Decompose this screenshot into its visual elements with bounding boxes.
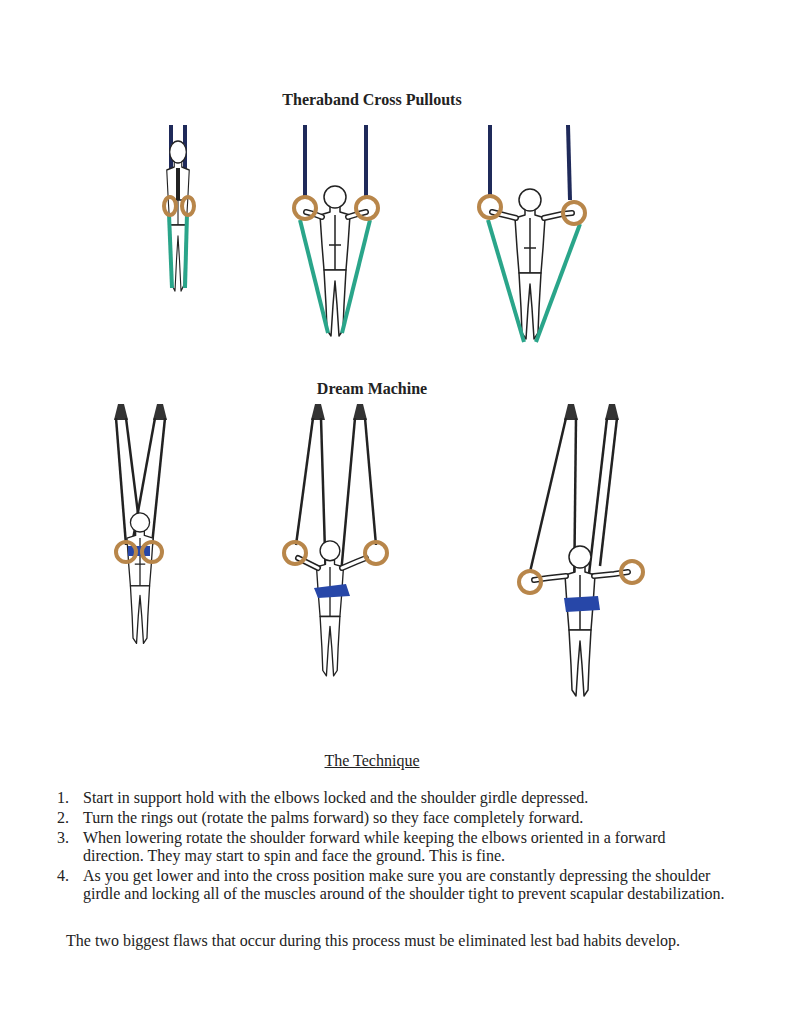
list-number: 2. (57, 809, 81, 827)
list-number: 3. (57, 829, 81, 847)
subheading: The Technique (222, 752, 522, 770)
list-number: 4. (57, 867, 81, 885)
section-heading: Dream Machine (172, 380, 572, 398)
theraband-figures (164, 125, 585, 342)
list-item: Turn the rings out (rotate the palms for… (83, 809, 728, 827)
list-item: When lowering rotate the shoulder forwar… (83, 829, 728, 865)
list-item: As you get lower and into the cross posi… (83, 867, 728, 903)
dream-machine-figures (114, 404, 643, 696)
list-item: Start in support hold with the elbows lo… (83, 789, 728, 807)
note-text: The two biggest flaws that occur during … (66, 932, 766, 950)
section-heading: Theraband Cross Pullouts (172, 91, 572, 109)
list-number: 1. (57, 789, 81, 807)
